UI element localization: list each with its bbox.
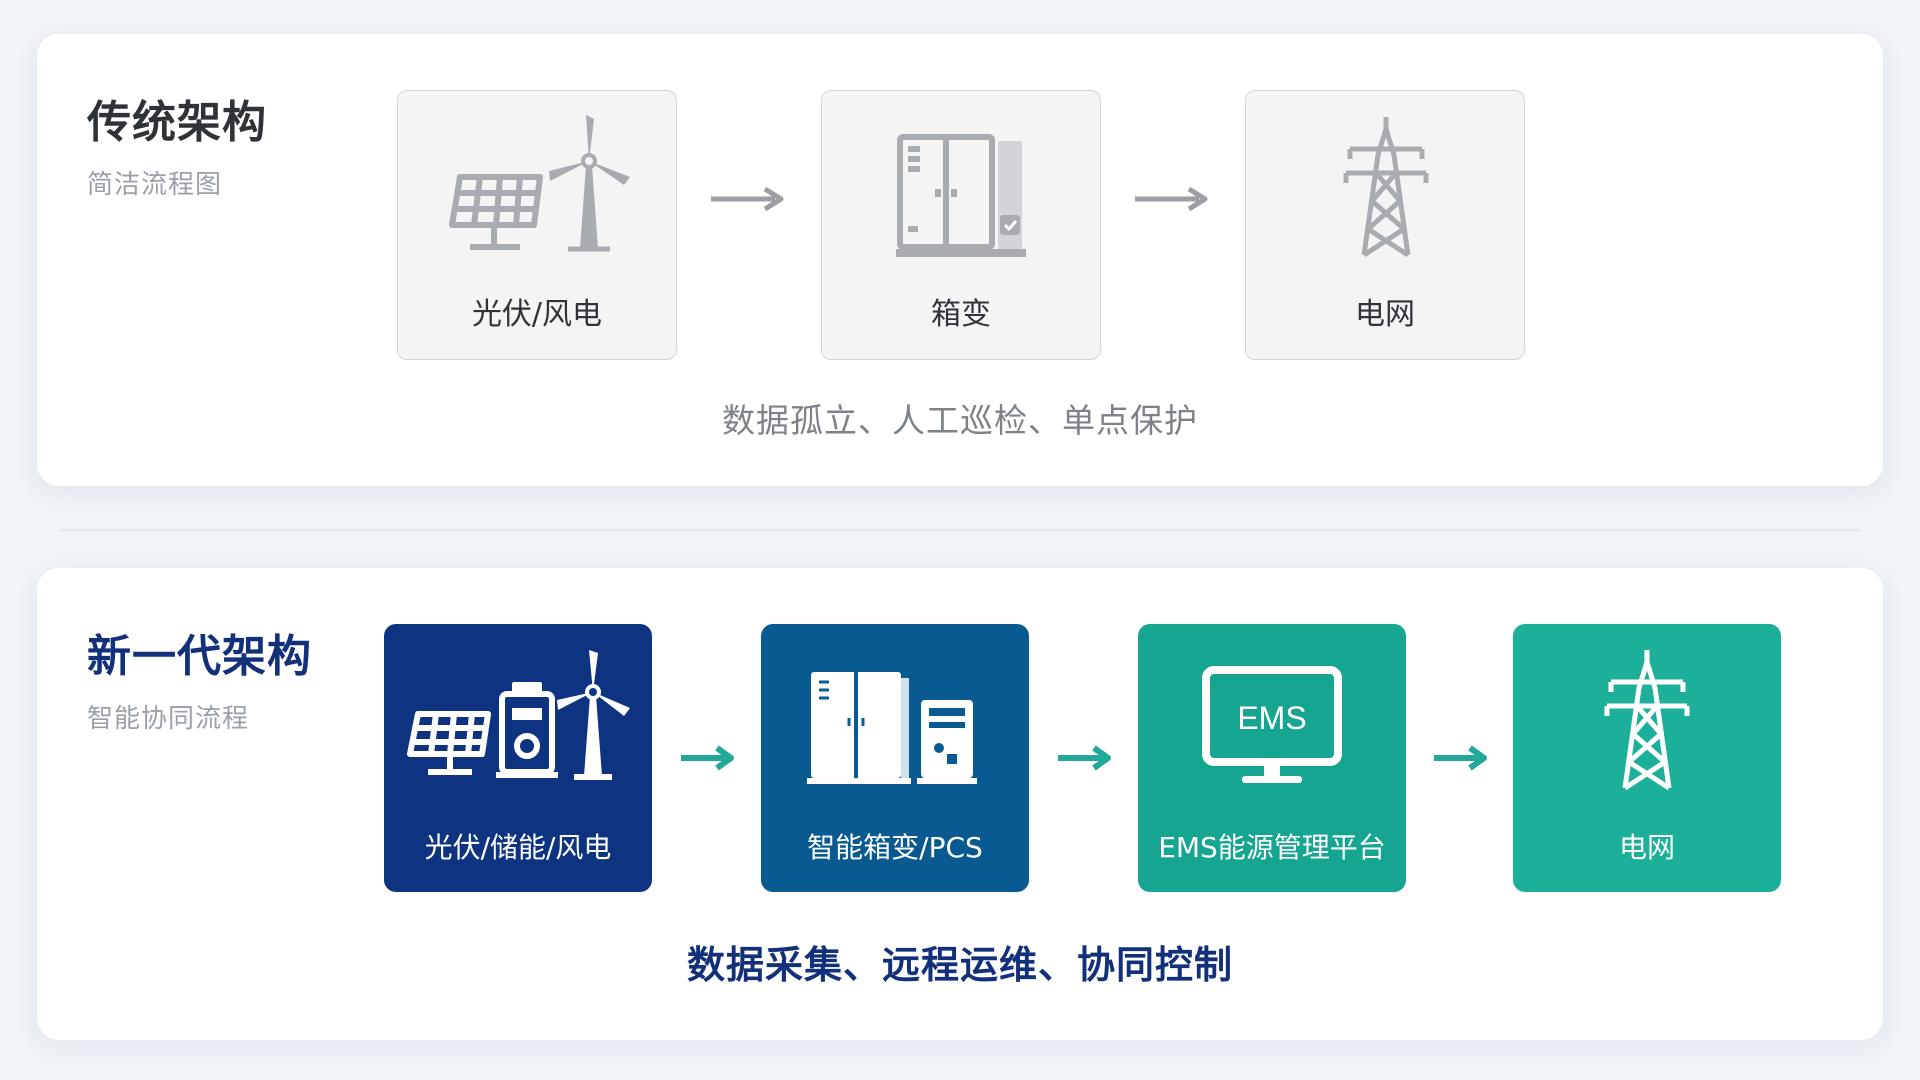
traditional-node-label: 电网 bbox=[1355, 297, 1415, 332]
solar-panel-icon bbox=[449, 174, 543, 250]
arrow-right-icon bbox=[1135, 186, 1208, 212]
box-transformer-icon bbox=[807, 672, 911, 784]
power-tower-icon bbox=[1604, 650, 1690, 791]
modern-subtitle: 智能协同流程 bbox=[87, 704, 250, 734]
battery-icon bbox=[496, 682, 558, 778]
solar-storage-wind-icon bbox=[407, 650, 630, 780]
arrow-right-icon bbox=[681, 745, 734, 771]
traditional-node-transformer: 箱变 bbox=[821, 90, 1101, 360]
monitor-screen-text: EMS bbox=[1237, 700, 1306, 736]
modern-architecture-panel: 新一代架构 智能协同流程 bbox=[37, 568, 1883, 1040]
modern-node-label: 电网 bbox=[1618, 831, 1675, 864]
pcs-cabinet-icon bbox=[917, 700, 977, 784]
smart-transformer-pcs-icon bbox=[807, 672, 977, 784]
arrow-right-icon bbox=[1058, 745, 1111, 771]
traditional-subtitle: 简洁流程图 bbox=[87, 170, 223, 200]
box-transformer-icon bbox=[896, 134, 1026, 257]
modern-node-ems: EMS EMS能源管理平台 bbox=[1138, 624, 1406, 892]
power-tower-icon bbox=[1343, 117, 1429, 258]
modern-title: 新一代架构 bbox=[87, 631, 312, 682]
traditional-node-renewables: 光伏/风电 bbox=[397, 90, 677, 360]
traditional-summary: 数据孤立、人工巡检、单点保护 bbox=[722, 401, 1198, 440]
modern-node-grid: 电网 bbox=[1513, 624, 1781, 892]
modern-node-label: 光伏/储能/风电 bbox=[424, 831, 612, 864]
traditional-node-label: 光伏/风电 bbox=[471, 297, 603, 332]
traditional-title: 传统架构 bbox=[87, 97, 267, 148]
wind-turbine-icon bbox=[557, 650, 630, 780]
modern-node-renewables: 光伏/储能/风电 bbox=[384, 624, 652, 892]
arrow-right-icon bbox=[1434, 745, 1487, 771]
solar-panel-icon bbox=[407, 711, 491, 775]
modern-summary: 数据采集、远程运维、协同控制 bbox=[686, 943, 1233, 987]
modern-node-label: 智能箱变/PCS bbox=[807, 831, 983, 864]
modern-node-smart-transformer: 智能箱变/PCS bbox=[761, 624, 1029, 892]
section-divider bbox=[60, 529, 1860, 531]
solar-wind-icon bbox=[449, 115, 630, 252]
traditional-node-grid: 电网 bbox=[1245, 90, 1525, 360]
arrow-right-icon bbox=[711, 186, 784, 212]
monitor-icon: EMS bbox=[1202, 666, 1342, 783]
wind-turbine-icon bbox=[549, 115, 630, 252]
traditional-node-label: 箱变 bbox=[931, 297, 991, 332]
traditional-architecture-panel: 传统架构 简洁流程图 光伏/风电 bbox=[37, 34, 1883, 486]
modern-node-label: EMS能源管理平台 bbox=[1158, 831, 1386, 864]
